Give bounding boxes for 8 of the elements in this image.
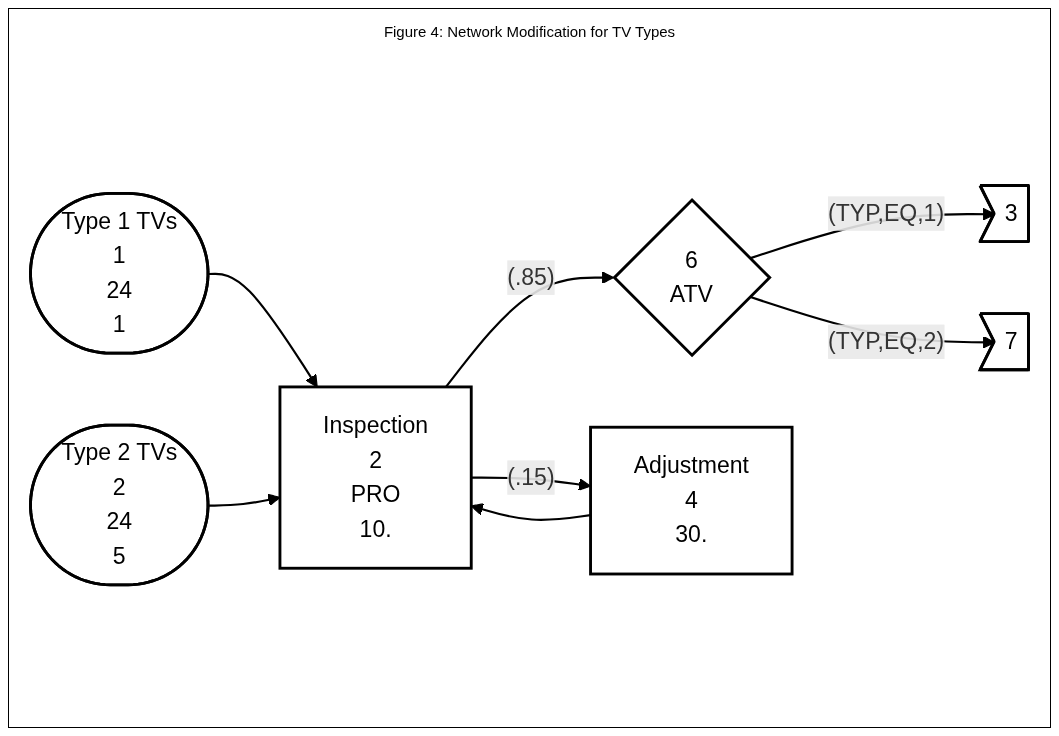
node-diamond: 6 ATV (612, 197, 772, 358)
node-box: Inspection 2 PRO 10. (278, 385, 473, 570)
edge-label: (TYP,EQ,1) (828, 200, 945, 225)
edge-label: (.85) (507, 264, 555, 289)
node-box: Adjustment 4 30. (589, 425, 794, 576)
figure-title: Figure 4: Network Modification for TV Types (382, 23, 677, 40)
edge-label: (TYP,EQ,2) (828, 328, 945, 353)
edge-label: (.15) (507, 464, 555, 489)
